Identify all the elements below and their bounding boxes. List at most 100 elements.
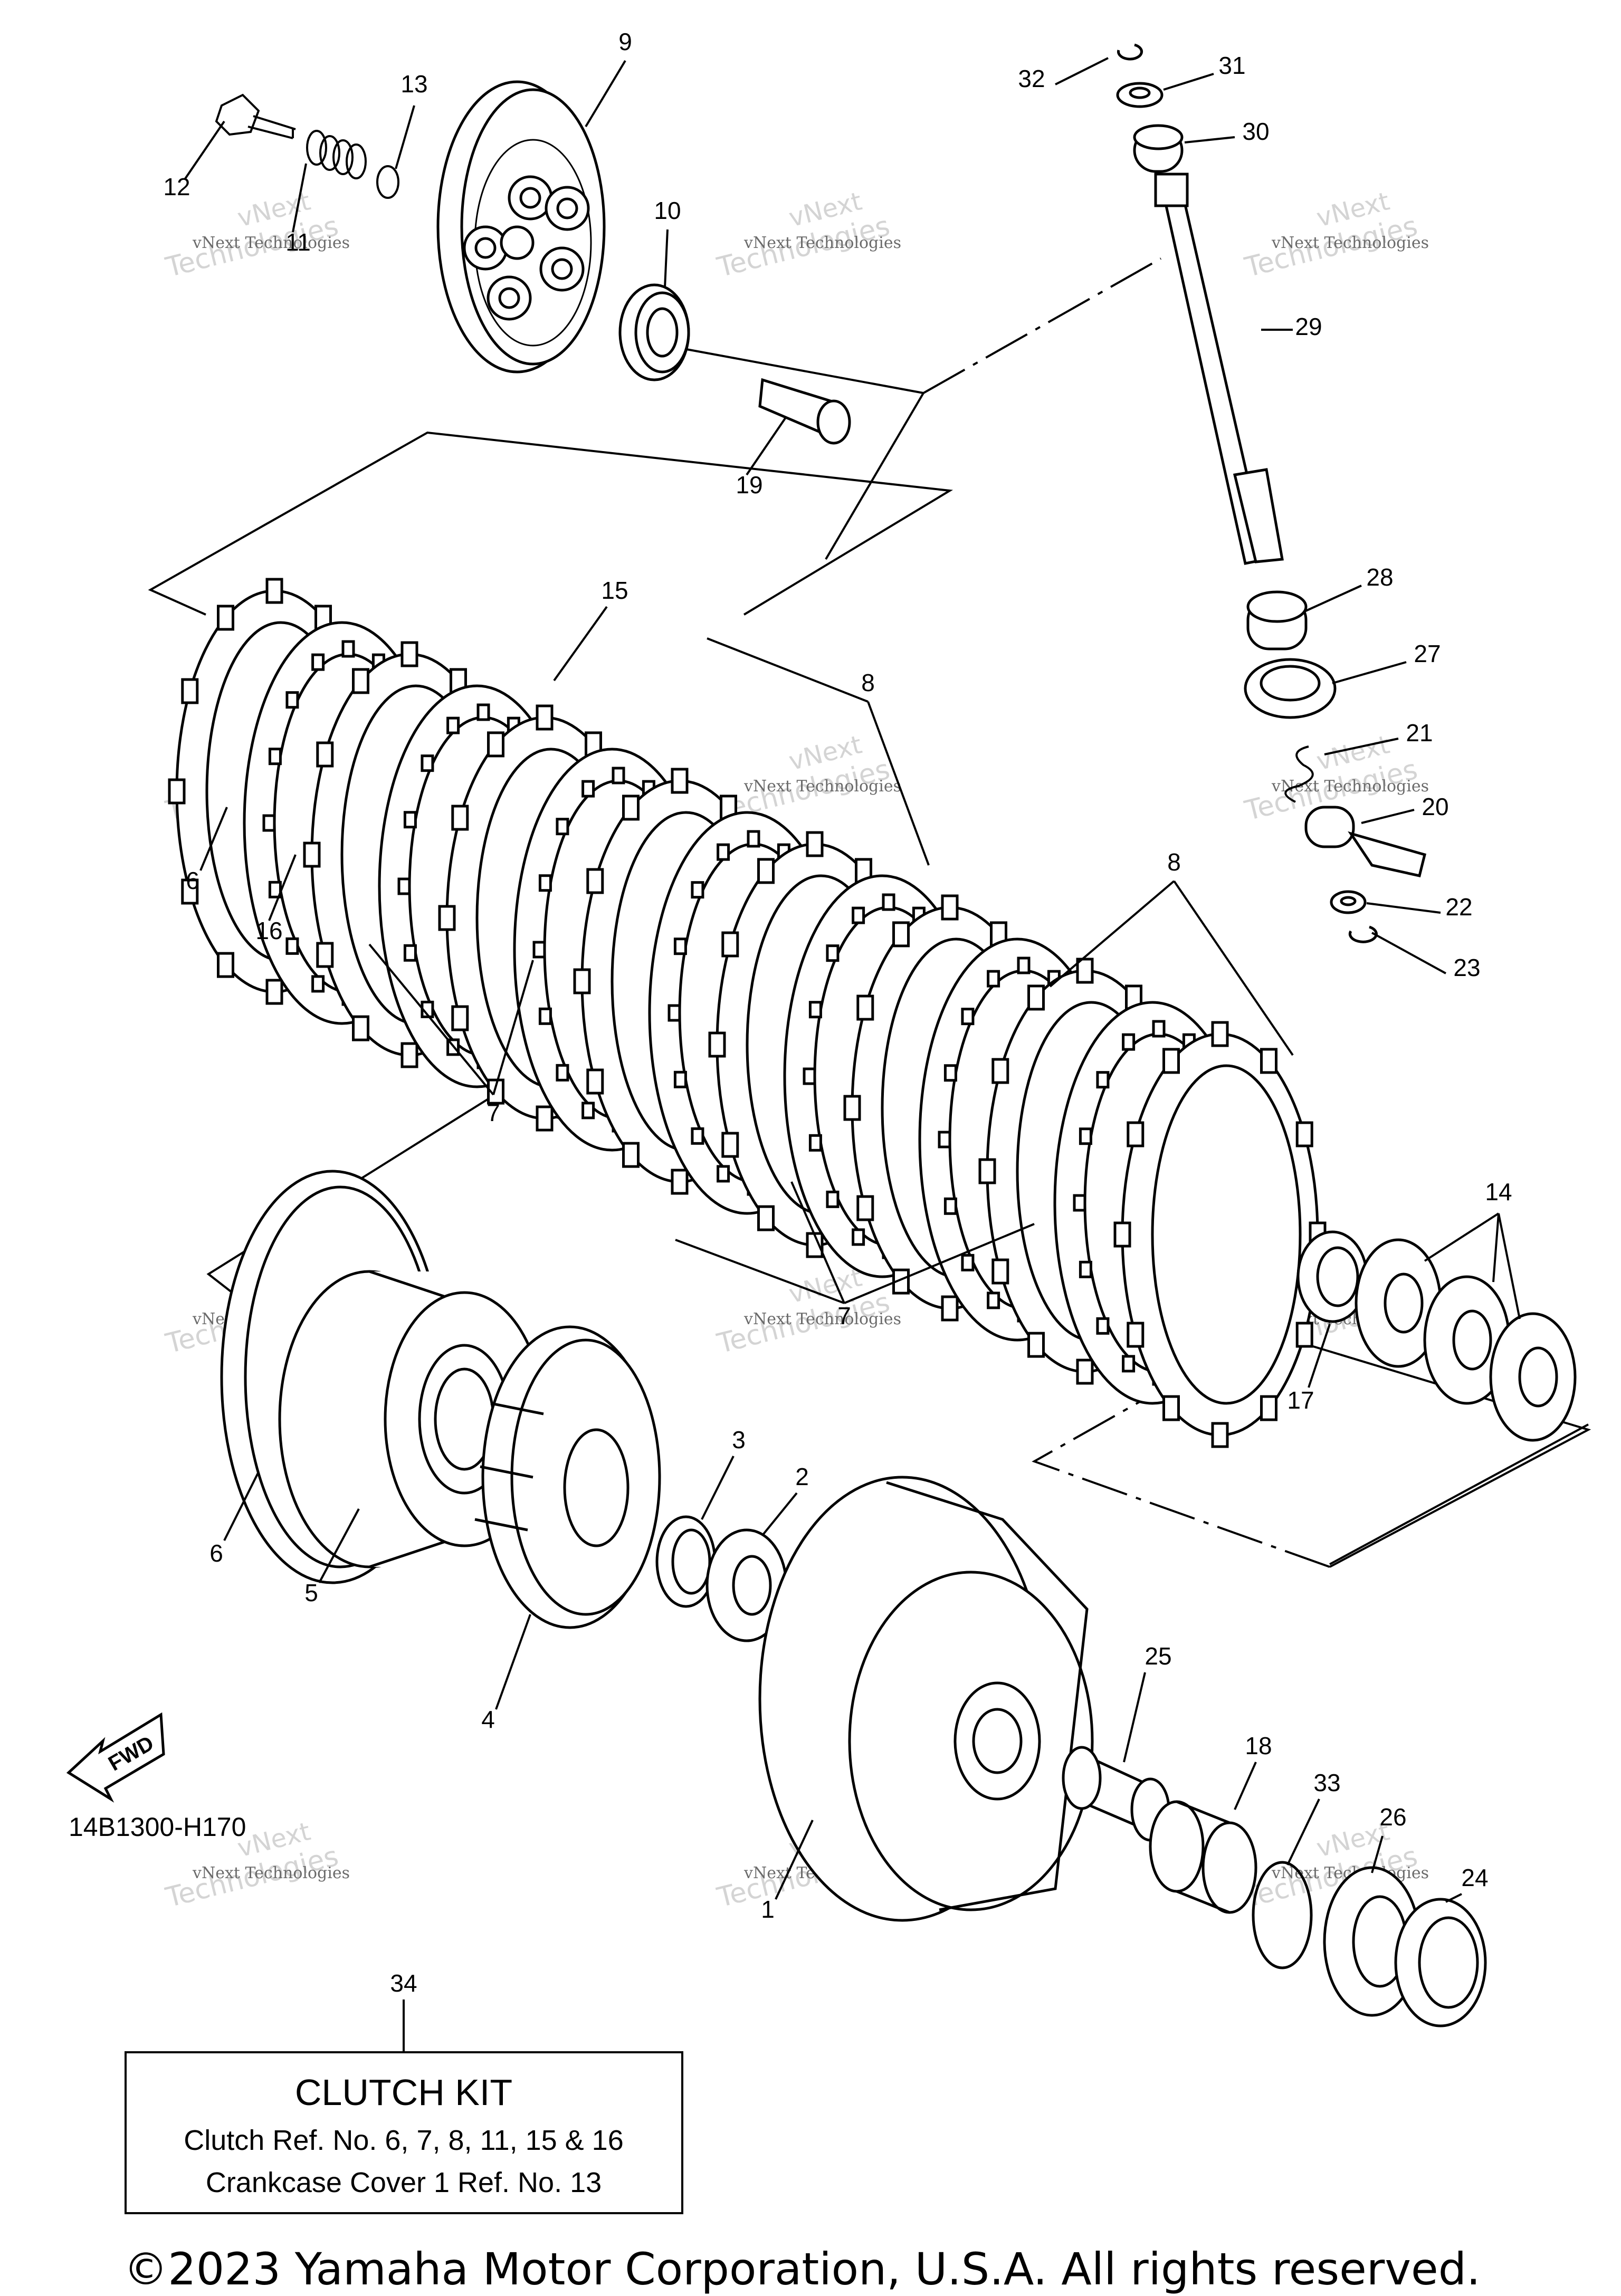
kit-line-1: Clutch Ref. No. 6, 7, 8, 11, 15 & 16 [184, 2125, 623, 2156]
lock-washers-part-14 [1355, 1238, 1577, 1442]
leader-line [368, 943, 494, 1096]
callout-18: 18 [1245, 1732, 1272, 1759]
callout-16: 16 [255, 917, 282, 944]
leader-line [707, 637, 869, 703]
clutch-housing-part-1 [758, 1476, 1094, 1922]
leader-line [1123, 1672, 1146, 1763]
callout-7: 7 [487, 1099, 500, 1126]
bearing-part-27 [1244, 658, 1337, 719]
callout-7: 7 [837, 1302, 851, 1329]
leader-line [775, 1820, 814, 1900]
leader-line [553, 606, 608, 682]
hub-part-4 [474, 1325, 661, 1629]
leader-line [1173, 880, 1294, 1056]
leader-line [1184, 136, 1235, 144]
clutch-plate [1113, 1021, 1327, 1448]
lever-part-20 [1304, 806, 1427, 877]
leader-line [867, 701, 930, 866]
callout-12: 12 [163, 173, 190, 200]
callout-10: 10 [654, 197, 681, 224]
bearing-part-10 [618, 283, 690, 381]
watermark-line-1: vNext Technologies [743, 234, 901, 252]
clutch-plate-stack [168, 578, 1327, 1448]
leader-line [1366, 902, 1441, 914]
callout-31: 31 [1218, 52, 1245, 79]
leader-line [1163, 73, 1214, 91]
callout-14: 14 [1485, 1178, 1512, 1206]
kit-line-2: Crankcase Cover 1 Ref. No. 13 [206, 2167, 602, 2198]
bearing-part-28 [1246, 590, 1308, 650]
thrust-washer-part-2 [705, 1528, 788, 1642]
leader-line [1371, 1835, 1384, 1873]
leader-line [223, 1471, 260, 1541]
kit-title: CLUTCH KIT [295, 2072, 512, 2113]
leader-line [1332, 661, 1407, 684]
callout-24: 24 [1461, 1864, 1488, 1891]
leader-line [844, 1223, 1035, 1304]
leader-line [1303, 585, 1362, 613]
leader-line [664, 229, 669, 288]
copyright-notice: ©2023 Yamaha Motor Corporation, U.S.A. A… [123, 2243, 1480, 2295]
o-ring-part-13 [376, 165, 399, 199]
watermark-line-1: vNext Technologies [743, 1310, 901, 1328]
washer-part-22 [1330, 890, 1367, 914]
callout-3: 3 [732, 1426, 746, 1453]
washer-part-3 [655, 1515, 717, 1608]
callout-22: 22 [1445, 893, 1472, 921]
callout-34: 34 [390, 1969, 417, 1997]
leader-line [1361, 809, 1415, 824]
callout-32: 32 [1018, 65, 1045, 92]
watermark-line-1: vNext Technologies [192, 234, 350, 252]
leader-line [1498, 1213, 1521, 1319]
leader-line [1424, 1212, 1500, 1262]
leader-line [318, 1508, 360, 1583]
spring-part-11 [306, 130, 367, 179]
leader-line [1049, 880, 1175, 988]
callout-33: 33 [1313, 1769, 1340, 1796]
bolt-part-12 [215, 93, 296, 139]
callout-28: 28 [1366, 563, 1393, 591]
callout-21: 21 [1406, 719, 1433, 747]
leader-line [292, 163, 307, 233]
leader-line [585, 60, 626, 128]
leader-line [492, 960, 534, 1095]
circlip-part-32 [1117, 43, 1143, 61]
callout-6: 6 [209, 1539, 223, 1567]
leader-line [1492, 1213, 1500, 1283]
callout-30: 30 [1242, 118, 1269, 145]
leader-line [1234, 1762, 1257, 1810]
callout-23: 23 [1453, 954, 1480, 981]
callout-15: 15 [601, 577, 628, 604]
needle-bearing-part-18 [1149, 1800, 1257, 1914]
callout-9: 9 [618, 28, 632, 55]
gear-part-26 [1323, 1866, 1421, 2017]
callout-5: 5 [304, 1579, 318, 1606]
washer-part-24 [1394, 1898, 1487, 2027]
callout-numbers: 1234566778891011121314151617181920212223… [163, 28, 1512, 1997]
callout-6: 6 [186, 867, 199, 894]
leader-line [701, 1456, 735, 1520]
leader-line [1324, 738, 1399, 755]
leader-line [184, 120, 225, 180]
watermark-line-1: vNext Technologies [743, 777, 901, 796]
leader-line [199, 807, 228, 871]
callout-8: 8 [861, 669, 875, 696]
callout-2: 2 [795, 1463, 809, 1490]
leader-line [746, 416, 787, 476]
callout-1: 1 [761, 1896, 775, 1923]
callout-25: 25 [1145, 1642, 1171, 1670]
washer-part-31 [1116, 82, 1164, 108]
clutch-kit-box: CLUTCH KIT Clutch Ref. No. 6, 7, 8, 11, … [125, 2000, 683, 2214]
callout-26: 26 [1379, 1803, 1406, 1831]
callout-13: 13 [401, 70, 427, 98]
watermark-line-1: vNext Technologies [192, 1864, 350, 1882]
leader-line [395, 105, 415, 169]
nut-part-17 [1296, 1230, 1368, 1323]
leader-line [1308, 1324, 1331, 1388]
callout-19: 19 [736, 471, 762, 499]
spring-part-21 [1284, 745, 1314, 803]
push-rod-part-19 [758, 378, 851, 445]
callout-11: 11 [285, 228, 311, 256]
